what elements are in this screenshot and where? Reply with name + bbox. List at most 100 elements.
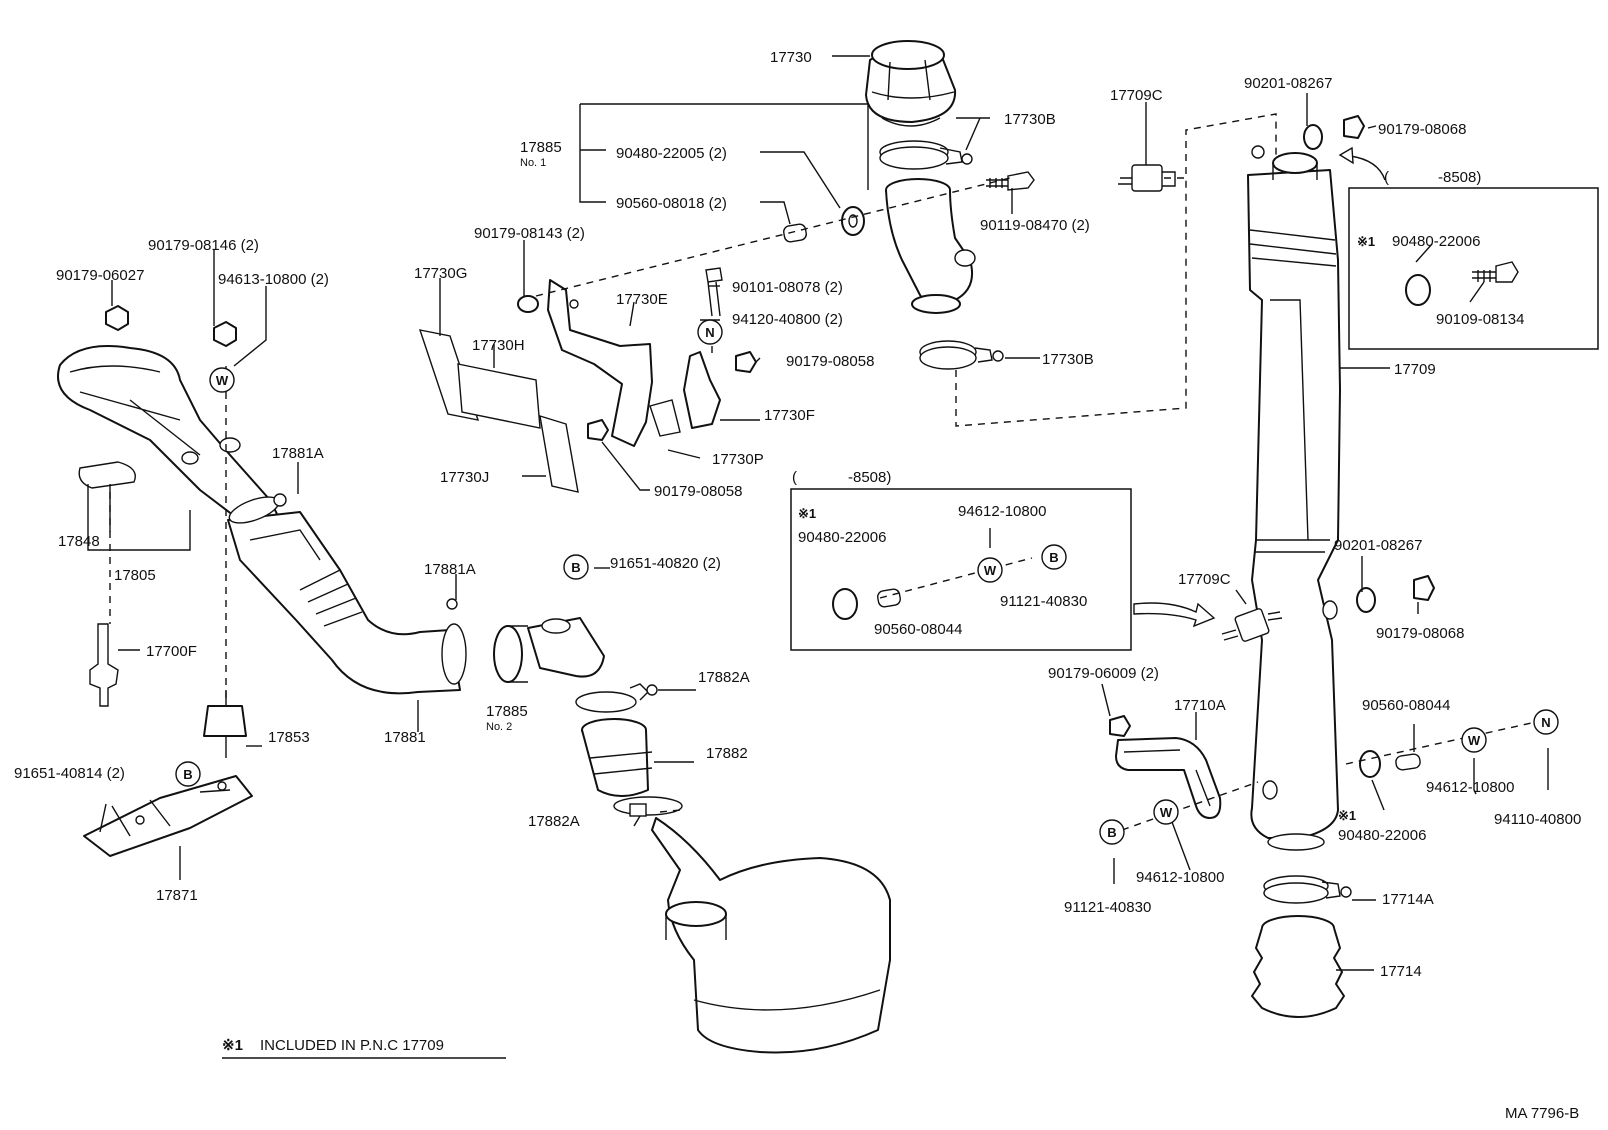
nut-90179-08068-top [1343, 115, 1365, 139]
label-17700f: 17700F [146, 643, 197, 660]
mount-17853 [203, 690, 247, 758]
label-17730e: 17730E [616, 291, 668, 308]
arrow-head-top [1338, 146, 1354, 165]
label-17730j: 17730J [440, 469, 489, 486]
label-94612-10800-b: 94612-10800 [1426, 779, 1514, 796]
label-90480-22006-box2: 90480-22006 [798, 529, 886, 546]
hose-17882 [581, 718, 653, 797]
marker-n-right: N [1533, 709, 1559, 735]
nut-90179-08146 [213, 321, 237, 347]
label-17714: 17714 [1380, 963, 1422, 980]
shield-17730j [539, 414, 579, 493]
nut-90179-08068-mid [1413, 575, 1435, 601]
label-17882a-a: 17882A [698, 669, 750, 686]
label-94612-10800-box2: 94612-10800 [958, 503, 1046, 520]
washer-90201-mid [1356, 587, 1376, 613]
clamp-17881a-a [273, 493, 287, 507]
label-94120-40800: 94120-40800 (2) [732, 311, 843, 328]
label-90179-06009: 90179-06009 (2) [1048, 665, 1159, 682]
label-17885-no2-sub: No. 2 [486, 721, 512, 733]
pipe-17881 [227, 496, 461, 695]
label-90179-08143: 90179-08143 (2) [474, 225, 585, 242]
svg-text:W: W [1468, 733, 1481, 748]
ref-mark-box2: ※1 [798, 506, 816, 521]
arrow-to-vsv [1133, 602, 1216, 628]
footnote-text: INCLUDED IN P.N.C 17709 [260, 1037, 444, 1054]
dashed-lines [109, 113, 1537, 831]
marker-w-bottom: W [1153, 799, 1179, 825]
label-17881a-b: 17881A [424, 561, 476, 578]
label-17730: 17730 [770, 49, 812, 66]
bracket-17730f [649, 351, 721, 437]
label-90201-mid: 90201-08267 [1334, 537, 1422, 554]
svg-text:B: B [571, 560, 580, 575]
intake-duct-17709 [1247, 145, 1341, 851]
label-94613-10800: 94613-10800 (2) [218, 271, 329, 288]
label-90480-22005: 90480-22005 (2) [616, 145, 727, 162]
bolt-90109-08134 [1472, 261, 1519, 283]
bracket-17730e [547, 279, 653, 447]
nut-90179-08058-a [735, 351, 757, 373]
label-17714a: 17714A [1382, 891, 1434, 908]
marker-n-top: N [697, 319, 723, 345]
collar-90560-08018 [783, 223, 807, 243]
label-90560-08018: 90560-08018 (2) [616, 195, 727, 212]
bracket-17871 [83, 775, 253, 857]
insulator-17805 [57, 345, 281, 529]
label-94612-10800-c: 94612-10800 [1136, 869, 1224, 886]
variant-box-mid [790, 488, 1132, 651]
svg-text:W: W [1160, 805, 1173, 820]
label-94110-40800: 94110-40800 [1494, 811, 1581, 828]
label-17882: 17882 [706, 745, 748, 762]
nut-90179-06009 [1109, 715, 1131, 737]
footnote: ※1 INCLUDED IN P.N.C 17709 [222, 1037, 506, 1059]
label-91121-40830-b: 91121-40830 [1064, 899, 1151, 916]
label-90560-08044-b: 90560-08044 [1362, 697, 1450, 714]
label-91651-40814: 91651-40814 (2) [14, 765, 125, 782]
bolt-90119-08470 [986, 171, 1035, 191]
bolt-90101-08078 [705, 267, 723, 317]
label-8508-mid: -8508) [848, 469, 891, 486]
label-90480-22006-box1: 90480-22006 [1392, 233, 1480, 250]
air-cleaner-case [651, 817, 891, 1054]
grommet-90480-22006-b [1359, 750, 1381, 778]
label-17730f: 17730F [764, 407, 815, 424]
nut-90179-06027 [105, 305, 129, 331]
svg-text:B: B [183, 767, 192, 782]
marker-w-right: W [1461, 727, 1487, 753]
clamp-17881a-b [441, 598, 467, 685]
label-90560-08044-box2: 90560-08044 [874, 621, 962, 638]
label-90109-08134: 90109-08134 [1436, 311, 1524, 328]
clamp-17730b-mid [919, 340, 1004, 370]
washer-90201-top [1303, 124, 1323, 150]
svg-text:B: B [1049, 550, 1058, 565]
marker-w-box2: W [977, 557, 1003, 583]
marker-w-left: W [209, 367, 235, 393]
svg-text:N: N [705, 325, 714, 340]
ref-mark-bottom: ※1 [1338, 808, 1356, 823]
marker-b-top-mid: B [563, 554, 589, 580]
label-90101-08078: 90101-08078 (2) [732, 279, 843, 296]
label-91121-40830-box2: 91121-40830 [1000, 593, 1087, 610]
bracket-91651-40820 [527, 617, 605, 678]
air-cap-17730 [865, 40, 957, 127]
label-17730g: 17730G [414, 265, 467, 282]
label-90179-08058-a: 90179-08058 [786, 353, 874, 370]
label-90480-22006-b: 90480-22006 [1338, 827, 1426, 844]
label-17881a-a: 17881A [272, 445, 324, 462]
arrow-curved-top [1349, 155, 1386, 181]
label-8508-mid-paren: ( [792, 469, 797, 486]
collar-90560-08044-b [1395, 753, 1421, 771]
label-91651-40820: 91651-40820 (2) [610, 555, 721, 572]
label-90179-08058-b: 90179-08058 [654, 483, 742, 500]
footnote-mark: ※1 [222, 1037, 243, 1054]
clamp-17882a-b [613, 796, 683, 817]
label-90119-08470: 90119-08470 (2) [980, 217, 1090, 234]
marker-b-box2: B [1041, 544, 1067, 570]
vsv-17709c-mid [1221, 608, 1283, 642]
label-90179-08146: 90179-08146 (2) [148, 237, 259, 254]
sleeve-17885-no2 [493, 625, 528, 683]
clamp-17730b-top [879, 140, 973, 170]
ref-mark-box1: ※1 [1357, 234, 1375, 249]
